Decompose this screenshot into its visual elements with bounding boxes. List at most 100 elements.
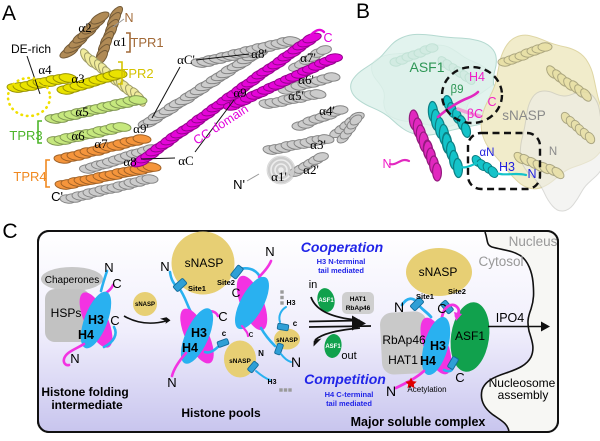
histone-folding-line1: Histone folding [41,385,128,399]
complex-rbap46-rect [380,311,429,375]
complex-asf1-ellipse [450,302,490,372]
helix-label-a5p: α5' [288,88,304,103]
fold-h3-label: H3 [88,313,104,327]
betaC-label: βC [467,107,483,121]
fold-h3-c-tail [102,325,117,349]
helix-label-a4p: α4' [319,103,335,118]
helix-label-a8p: α8' [251,46,267,61]
helix-a5p [258,89,327,109]
rbap46-small-label: RbAp46 [346,305,371,312]
pools-b-bot-tail [280,353,292,363]
dashed-circle-h4c [440,65,504,125]
helix-label-a1: α1 [113,34,126,49]
fold-h4-n-tail [62,342,86,367]
c-term-label: C [323,31,332,45]
complex-h4-label: H4 [420,354,436,368]
major-complex-label: Major soluble complex [351,415,486,429]
panel-b-label: B [356,0,370,23]
nucleus-label: Nucleus [509,234,558,249]
c-prime-label: C' [51,189,63,204]
helix-label-a4: α4 [38,62,52,77]
histone-pools-group: sNASP N Site1 Site2 C H3 H4 N N C c sNAS… [160,231,301,420]
helix-label-aC: αC [178,153,193,168]
pools-tiny-n1: N [258,349,264,358]
fold-c-label: C [112,276,121,291]
pools-snasp-b-label: sNASP [276,337,298,344]
complex-rbap46-label: RbAp46 [382,333,426,347]
asf1-inner-strand-1 [389,43,439,67]
hsps-label: HSPs [51,306,82,320]
exchange-group: Cooperation H3 N-terminal tail mediated … [301,239,386,408]
tpr3-label: TPR3 [9,128,42,143]
pools-snasp-circle [171,231,235,295]
acetylation-star-icon [405,377,417,389]
complex-site1-rect [410,297,424,311]
panel-c-label: C [2,220,17,243]
tpr-brackets [37,32,131,188]
complex-h3-label: H3 [430,339,446,353]
pools-n1-label: N [167,375,176,390]
helix-label-a1p: α1' [271,169,287,184]
n-label-b-h4: N [382,157,391,171]
pools-p1-h4n-tail [170,351,188,378]
hat1-small-label: HAT1 [350,296,367,303]
helix-a7 [53,134,152,164]
pools-site2-rect [230,264,244,280]
snasp-label-b: sNASP [502,108,546,123]
ipo4-arrow-head [541,321,550,332]
alphaN-label: αN [480,147,495,159]
ipo4-group: IPO4 [488,311,550,332]
panel-c: C Nucleus Cytosol N C Chaperones HSPs H3… [2,220,559,433]
helix-label-a9p: α9' [133,121,149,136]
pools-snasp-a-label: sNASP [229,358,251,365]
pools-p2-h4c-tail [240,324,250,338]
helix-a1p [266,155,296,185]
histone-pools-label: Histone pools [181,406,261,420]
complex-c1-label: C [437,301,446,316]
coop-line2: tail mediated [318,266,364,275]
pools-tiny-h3a: H3 [268,379,277,386]
complex-site1-label: Site1 [416,292,434,301]
fold-n-label: N [104,260,113,275]
beta9-label: β9 [450,84,463,96]
major-complex-group: sNASP N Site1 Site2 RbAp46 HAT1 H3 H4 AS… [351,248,490,429]
coop-line1: H3 N-terminal [317,257,366,266]
exchange-out-head [313,338,322,347]
helix-cprime-gray [59,174,159,204]
n-label-b-h3: N [527,167,536,181]
panel-a-leader-lines [26,18,260,182]
pools-pair-2-h3-ellipse [235,276,269,330]
pools-snasp-b-rect1 [276,322,290,332]
pools-c3-label: c [249,329,254,339]
helix-a2 [59,11,110,59]
asf1-inner-strand-2 [437,56,476,85]
pools-arrow [123,315,167,324]
helix-gray-wisp [336,114,363,144]
tpr4-label: TPR4 [13,169,46,184]
helix-aC-cc [223,53,343,111]
n-label-b-snasp: N [549,146,557,158]
complex-histone-pair-h3-ellipse [421,316,451,376]
helix-label-a5: α5 [75,104,88,119]
dashed-rect-h3n [466,131,542,191]
h3-ribbon-helix-b [441,132,464,179]
pools-snasp-a-rect1 [216,338,230,348]
competition-label: Competition [304,371,386,387]
pools-p1-h3-label: H3 [191,326,207,340]
comp-line1: H4 C-terminal [325,390,374,399]
asf1-out-label: ASF1 [325,344,341,350]
exchange-arrow-head [352,315,366,331]
pools-pair-2 [235,275,269,331]
fold-histone-pair-h3-ellipse [80,291,112,349]
snasp-inner-helix-4 [560,111,596,145]
pools-site1-label: Site1 [188,284,206,293]
snasp-catalyst-group: sNASP [123,292,171,324]
pools-dots-b [280,290,284,305]
panel-a: A N C α2 α1 TPR1 DE-rich α4 α3 TPR2 α5 T… [2,2,365,204]
pools-c2-label: C [232,286,241,300]
helix-a8 [54,162,162,190]
pools-n3-label: N [291,354,301,370]
complex-asf1-label: ASF1 [455,329,485,343]
